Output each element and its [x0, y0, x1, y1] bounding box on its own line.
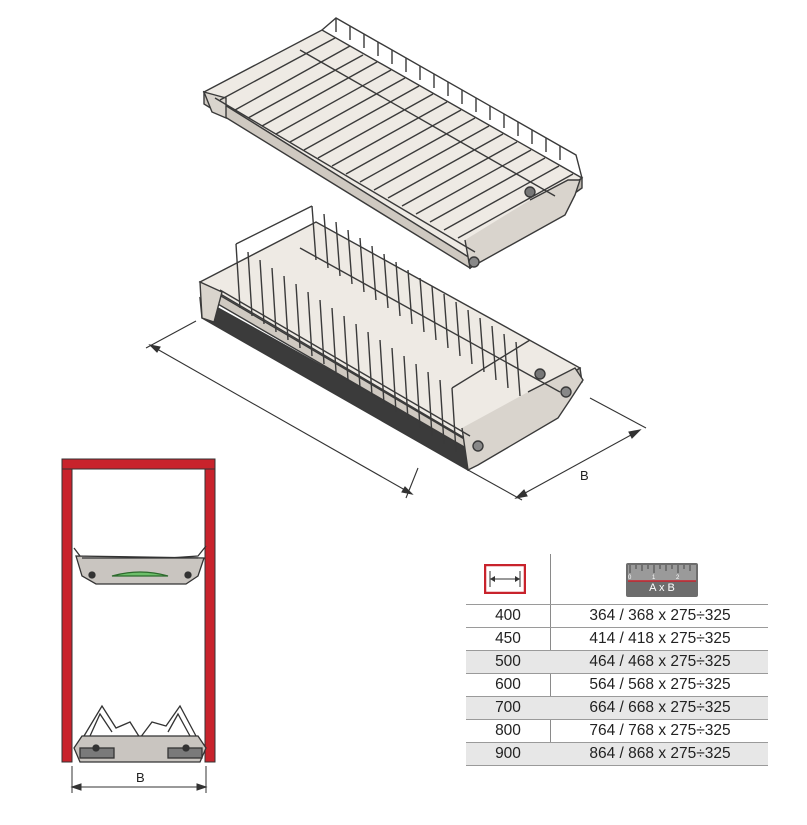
cabinet-width-cell: 700 [495, 699, 521, 716]
cabinet-width-cell: 400 [495, 607, 521, 624]
table-row: 900 864 / 868 x 275÷325 [466, 742, 768, 766]
depth-dimension [467, 397, 647, 501]
rack-dimensions-cell: 764 / 768 x 275÷325 [589, 722, 731, 739]
upper-rack [202, 17, 584, 270]
section-width-dimension [70, 766, 208, 793]
ruler-caption: A x B [649, 582, 675, 594]
cabinet-width-icon [484, 564, 526, 594]
ruler-tick-2: 2 [676, 575, 680, 581]
lower-rack [198, 205, 584, 472]
cabinet-width-cell: 450 [495, 630, 521, 647]
table-row: 450 414 / 418 x 275÷325 [466, 627, 768, 650]
table-row: 600 564 / 568 x 275÷325 [466, 673, 768, 696]
table-row: 800 764 / 768 x 275÷325 [466, 719, 768, 742]
cabinet-width-cell: 900 [495, 745, 521, 762]
rack-dimensions-cell: 364 / 368 x 275÷325 [589, 607, 731, 624]
cabinet-width-cell: 800 [495, 722, 521, 739]
table-header: 0 1 2 A x B [466, 558, 768, 604]
rack-dimensions-cell: 464 / 468 x 275÷325 [589, 653, 731, 670]
cabinet-width-cell: 600 [495, 676, 521, 693]
rack-dimensions-cell: 414 / 418 x 275÷325 [589, 630, 731, 647]
rack-dimensions-cell: 564 / 568 x 275÷325 [589, 676, 731, 693]
table-row: 700 664 / 668 x 275÷325 [466, 696, 768, 719]
ruler-tick-1: 1 [652, 575, 656, 581]
rack-dimensions-cell: 664 / 668 x 275÷325 [589, 699, 731, 716]
rack-dimensions-cell: 864 / 868 x 275÷325 [589, 745, 731, 762]
ruler-tick-0: 0 [628, 575, 632, 581]
size-table: 0 1 2 A x B 400 364 / 368 x 275÷325 450 … [466, 554, 768, 766]
rack-illustration: B [145, 17, 647, 501]
cabinet-width-cell: 500 [495, 653, 521, 670]
width-dimension [145, 320, 419, 499]
upper-rack-profile [73, 545, 207, 585]
ruler-icon: 0 1 2 A x B [626, 563, 698, 597]
table-row: 400 364 / 368 x 275÷325 [466, 604, 768, 627]
section-width-label: B [136, 770, 145, 785]
depth-dimension-label: B [580, 468, 589, 483]
lower-rack-profile [73, 704, 207, 763]
table-row: 500 464 / 468 x 275÷325 [466, 650, 768, 673]
